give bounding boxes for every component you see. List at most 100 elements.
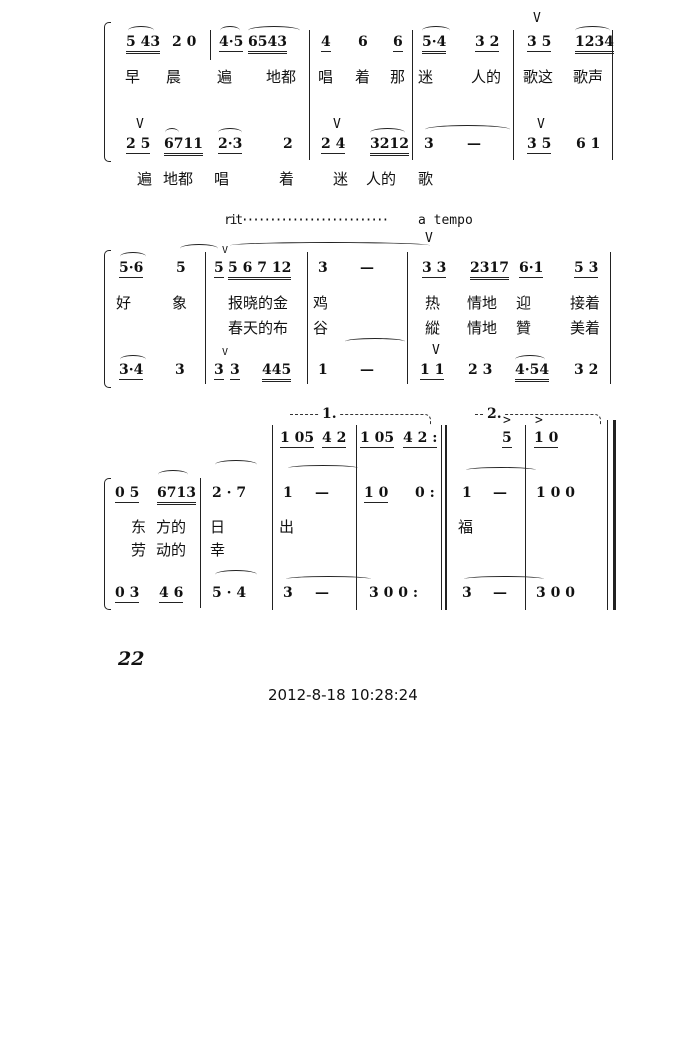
note-group: 3 0 0 (536, 585, 575, 601)
note-group: 3 5 (527, 136, 552, 154)
accent-mark: > (503, 413, 511, 428)
lyric: 动的 (156, 541, 187, 559)
note: 5 (176, 260, 186, 276)
note-group: 1 1 (420, 362, 445, 380)
note-group: 4 2 (322, 430, 347, 448)
lyric: 谷 (313, 319, 329, 337)
dash: — (493, 585, 507, 601)
a-tempo-marking: a tempo (418, 213, 473, 228)
note-group: 445 (262, 362, 292, 382)
note-group: 3 0 0 : (369, 585, 419, 601)
dash: — (360, 362, 374, 378)
lyric: 地都 (163, 170, 194, 188)
note-group: 3 2 (475, 34, 500, 52)
lyric: 贊 (516, 319, 532, 337)
lyric: 迷 (333, 170, 349, 188)
note-group: 5 43 (126, 34, 161, 54)
timestamp: 2012-8-18 10:28:24 (268, 686, 418, 704)
note: 1 (318, 362, 328, 378)
note-group: 3·4 (119, 362, 144, 380)
lyric: 幸 (210, 541, 226, 559)
barline (612, 30, 614, 160)
lyric: 劳 (131, 541, 147, 559)
note: 6 (358, 34, 368, 50)
dash: — (493, 485, 507, 501)
lyric: 情地 (467, 319, 498, 337)
slur (158, 470, 188, 479)
lyric: 日 (210, 518, 226, 536)
note-group: 2·3 (218, 136, 243, 154)
note: 5 (502, 430, 512, 448)
note-group: 4·5 (219, 34, 244, 52)
volta-1-bracket (290, 414, 431, 425)
slur (180, 244, 218, 253)
lyric: 晨 (166, 68, 182, 86)
note: 3 (214, 362, 224, 380)
breath-mark: V (537, 117, 545, 132)
slur (422, 26, 450, 35)
lyric: 迎 (516, 294, 532, 312)
dash: — (315, 485, 329, 501)
slur (128, 26, 154, 35)
repeat-barline (441, 425, 447, 610)
lyric: 人的 (366, 170, 397, 188)
note-group: 3 3 (422, 260, 447, 278)
barline (200, 478, 202, 608)
note-group: 1 0 (364, 485, 389, 503)
slur (575, 26, 610, 35)
lyric: 縱 (425, 319, 441, 337)
lyric: 着 (355, 68, 371, 86)
slur (120, 252, 146, 261)
breath-mark: V (222, 245, 229, 256)
slur (220, 26, 240, 35)
note-group: 2 · 7 (212, 485, 247, 501)
lyric: 遍 (137, 170, 153, 188)
note-group: 5 3 (574, 260, 599, 278)
ritardando-marking: rit·························· (224, 213, 389, 228)
barline (205, 252, 207, 384)
note: 3 (175, 362, 185, 378)
brace (104, 22, 111, 162)
lyric: 歌这 (523, 68, 554, 86)
brace (104, 478, 111, 610)
note: 5 (214, 260, 224, 278)
dash: — (467, 136, 481, 152)
lyric: 方的 (156, 518, 187, 536)
lyric: 那 (390, 68, 406, 86)
tie (288, 465, 358, 471)
lyric: 歌声 (573, 68, 604, 86)
barline (307, 252, 309, 384)
note-group: 3 5 (527, 34, 552, 52)
lyric: 春天的布 (228, 319, 289, 337)
brace (104, 250, 111, 388)
barline (356, 425, 358, 610)
barline (407, 252, 409, 384)
lyric: 着 (279, 170, 295, 188)
note-group: 6713 (157, 485, 196, 505)
lyric: 鸡 (313, 294, 329, 312)
note: 3 (230, 362, 240, 380)
breath-mark: V (432, 343, 440, 358)
note-group: 4 6 (159, 585, 184, 603)
slur (248, 26, 300, 35)
barline (610, 252, 612, 384)
note-group: 1 05 (360, 430, 395, 448)
breath-mark: V (533, 11, 541, 26)
note-group: 5 · 4 (212, 585, 247, 601)
lyric: 出 (279, 518, 295, 536)
final-barline (607, 420, 616, 610)
lyric: 热 (425, 294, 441, 312)
slur (370, 128, 405, 137)
lyric: 福 (458, 518, 474, 536)
note-group: 5·4 (422, 34, 447, 54)
tie (464, 576, 544, 582)
breath-mark: V (333, 117, 341, 132)
note-group: 1 05 (280, 430, 315, 448)
page-number: 22 (118, 648, 145, 670)
barline (412, 30, 414, 160)
note: 2 (283, 136, 293, 152)
tie (286, 576, 371, 582)
note-group: 2 4 (321, 136, 346, 154)
breath-mark: V (425, 231, 433, 246)
